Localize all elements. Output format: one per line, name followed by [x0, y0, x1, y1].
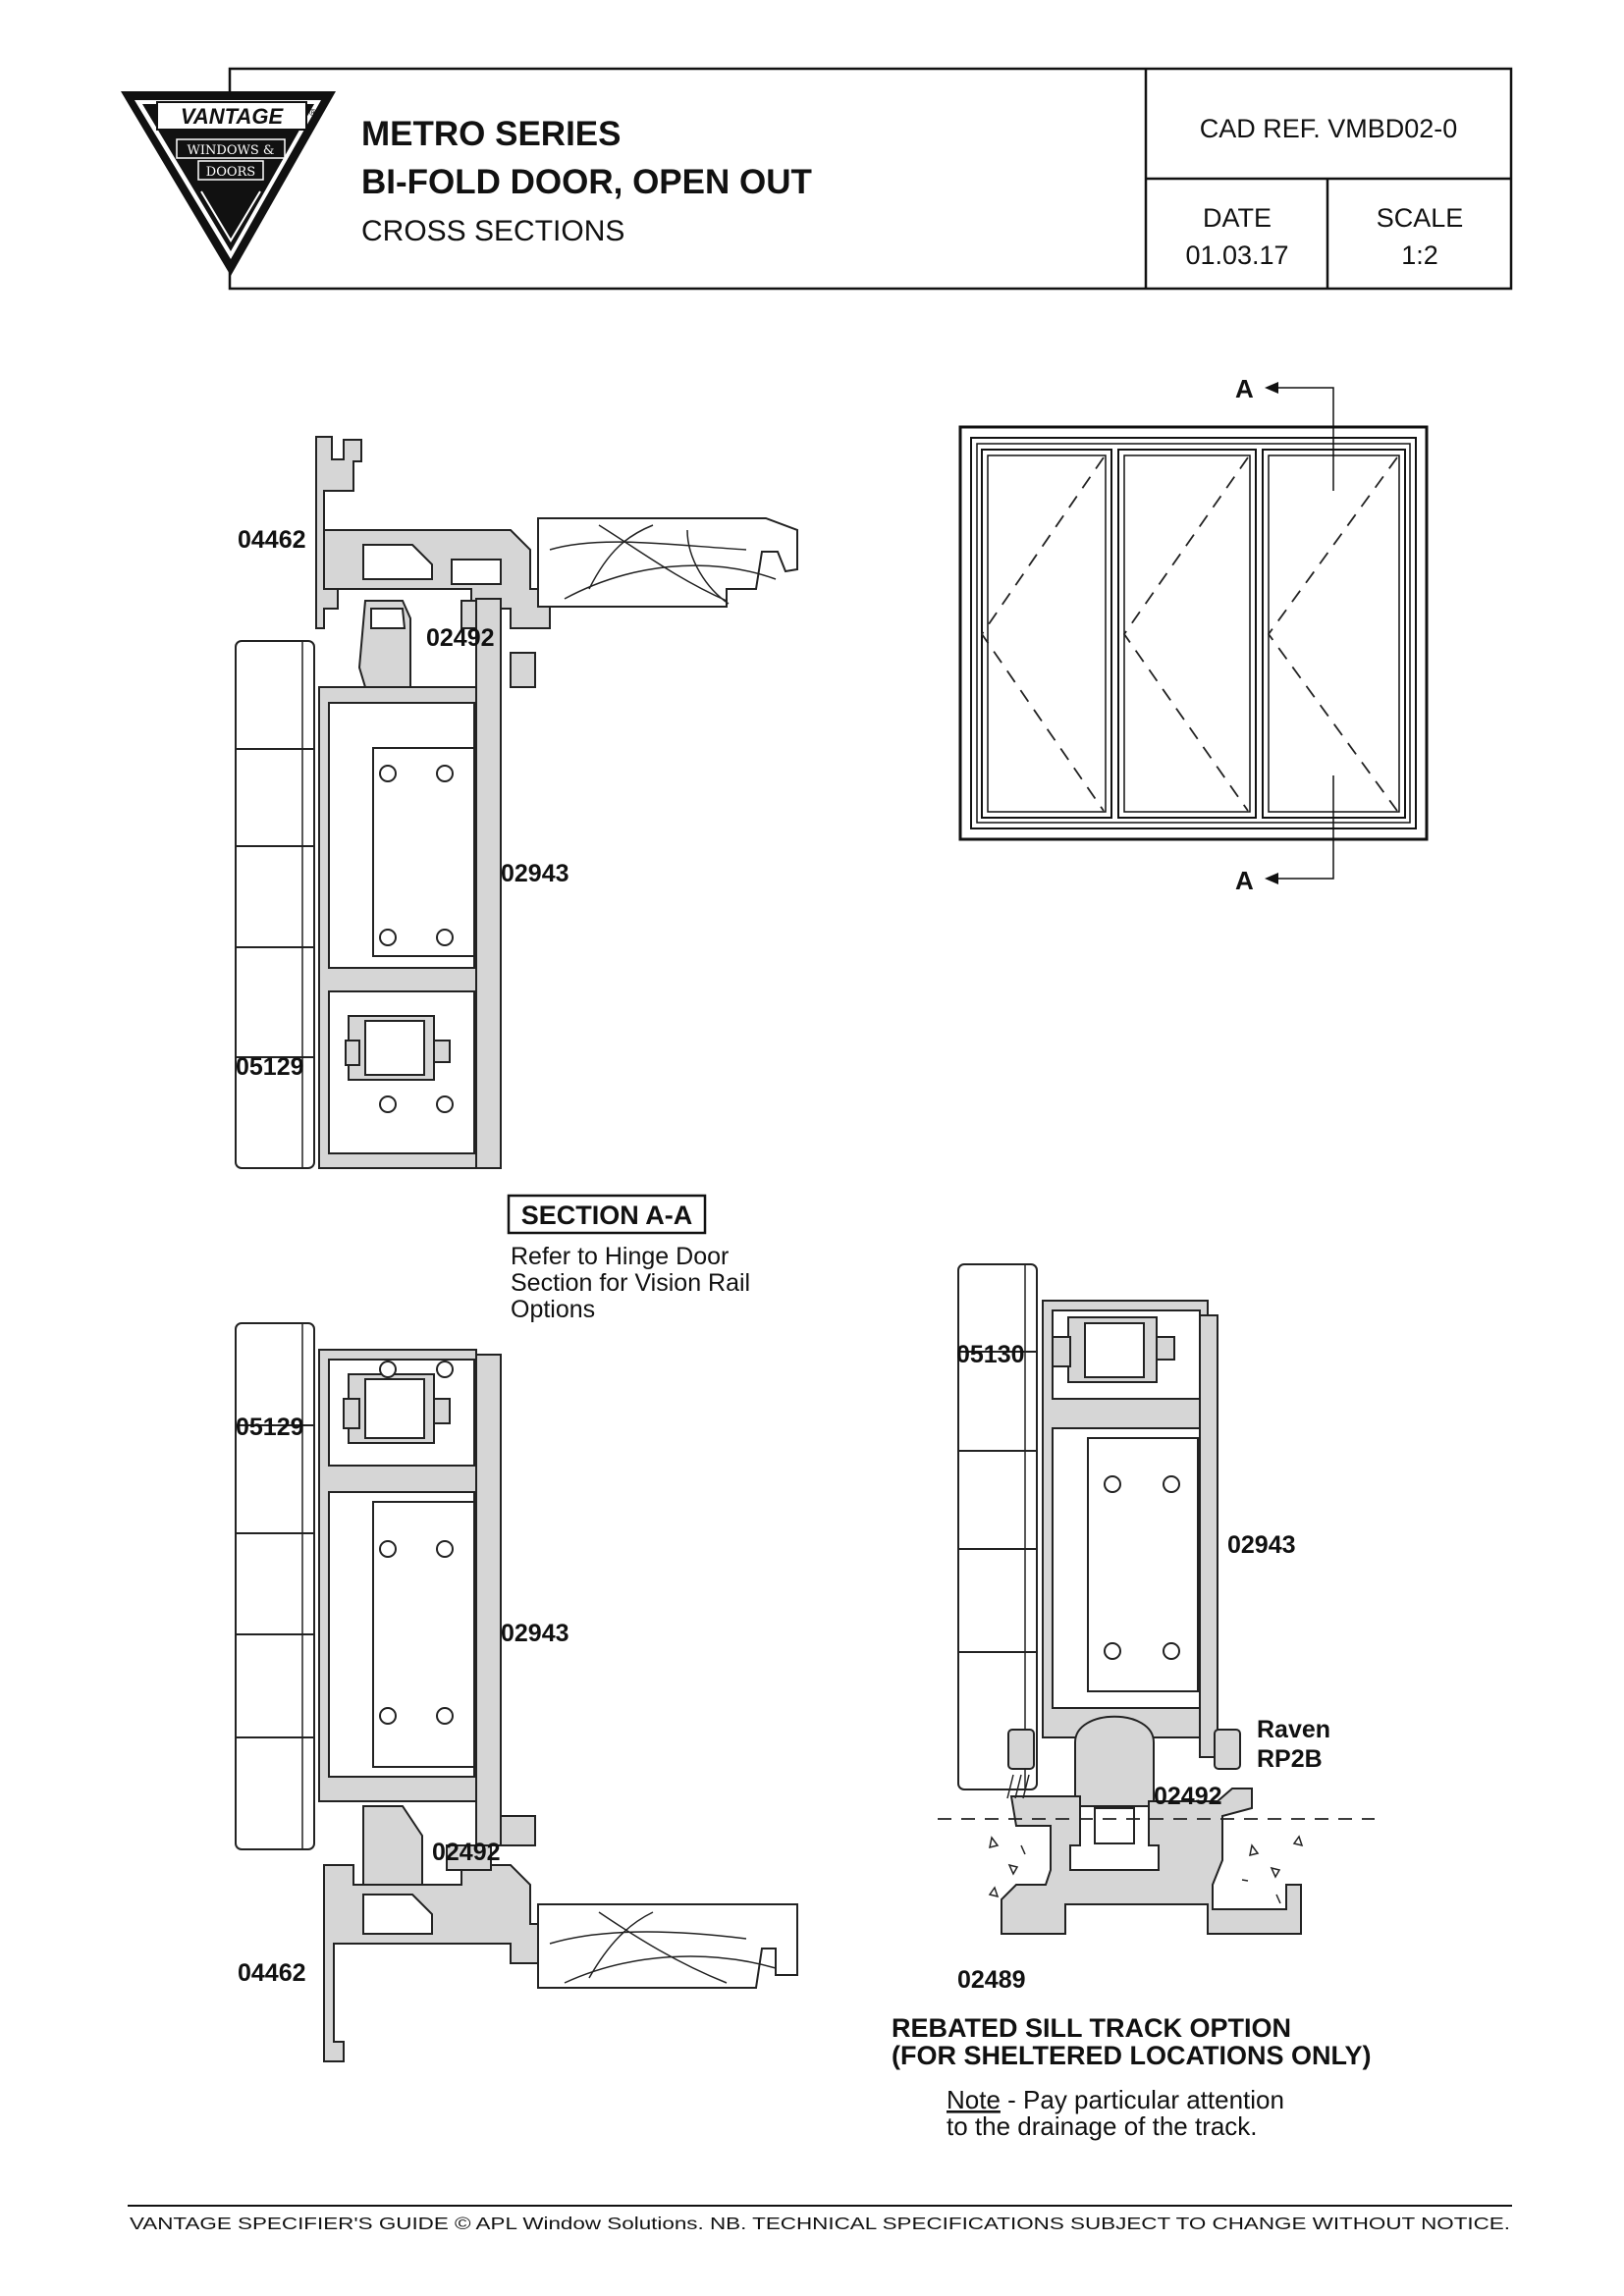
logo-brand: VANTAGE — [181, 104, 285, 129]
label-top-04462: 04462 — [238, 526, 306, 554]
date-label: DATE — [1203, 203, 1272, 233]
label-top-05129: 05129 — [236, 1053, 304, 1081]
sill-caption-line-1: REBATED SILL TRACK OPTION — [892, 2013, 1291, 2043]
note-text-1: - Pay particular attention — [1001, 2085, 1284, 2114]
bottom-left-cross-section — [235, 1322, 798, 2062]
door-elevation — [958, 382, 1429, 884]
label-sill-05130: 05130 — [956, 1341, 1025, 1368]
note-line-1: Note - Pay particular attention — [947, 2085, 1284, 2114]
note-line-2: to the drainage of the track. — [947, 2111, 1258, 2141]
logo-sub2: DOORS — [206, 165, 255, 180]
cad-reference: CAD REF. VMBD02-0 — [1200, 114, 1458, 143]
section-note-line-3: Options — [511, 1296, 595, 1323]
title-series: METRO SERIES — [361, 115, 621, 153]
label-sill-02943: 02943 — [1227, 1531, 1296, 1559]
label-sill-rp2b: RP2B — [1257, 1745, 1323, 1773]
label-bot-02943: 02943 — [501, 1620, 569, 1647]
scale-label: SCALE — [1377, 203, 1464, 233]
label-sill-raven: Raven — [1257, 1716, 1330, 1743]
label-bot-02492: 02492 — [432, 1839, 501, 1866]
label-top-02492: 02492 — [426, 624, 495, 652]
logo-sub1: WINDOWS & — [188, 143, 275, 158]
label-top-02943: 02943 — [501, 860, 569, 887]
logo-reg-mark: ® — [309, 108, 317, 119]
section-note-line-1: Refer to Hinge Door — [511, 1243, 729, 1270]
title-sheet: CROSS SECTIONS — [361, 215, 624, 247]
title-product: BI-FOLD DOOR, OPEN OUT — [361, 163, 812, 201]
label-sill-02492: 02492 — [1154, 1783, 1222, 1810]
label-bot-04462: 04462 — [238, 1959, 306, 1987]
section-title-box — [507, 1194, 707, 1235]
section-note-line-2: Section for Vision Rail — [511, 1269, 750, 1297]
sill-cross-section — [938, 1263, 1375, 1935]
label-bot-05129: 05129 — [236, 1414, 304, 1441]
note-prefix: Note — [947, 2085, 1001, 2114]
footer-text: VANTAGE SPECIFIER'S GUIDE © APL Window S… — [130, 2214, 1510, 2233]
section-mark-top: A — [1235, 374, 1254, 403]
section-title: SECTION A-A — [521, 1201, 693, 1230]
top-cross-section — [235, 436, 798, 1169]
scale-value: 1:2 — [1401, 240, 1438, 270]
section-mark-bottom: A — [1235, 866, 1254, 895]
vantage-logo: VANTAGE ® WINDOWS & DOORS — [121, 91, 336, 276]
label-sill-02489: 02489 — [957, 1966, 1026, 1994]
date-value: 01.03.17 — [1185, 240, 1288, 270]
sill-caption-line-2: (FOR SHELTERED LOCATIONS ONLY) — [892, 2041, 1372, 2070]
